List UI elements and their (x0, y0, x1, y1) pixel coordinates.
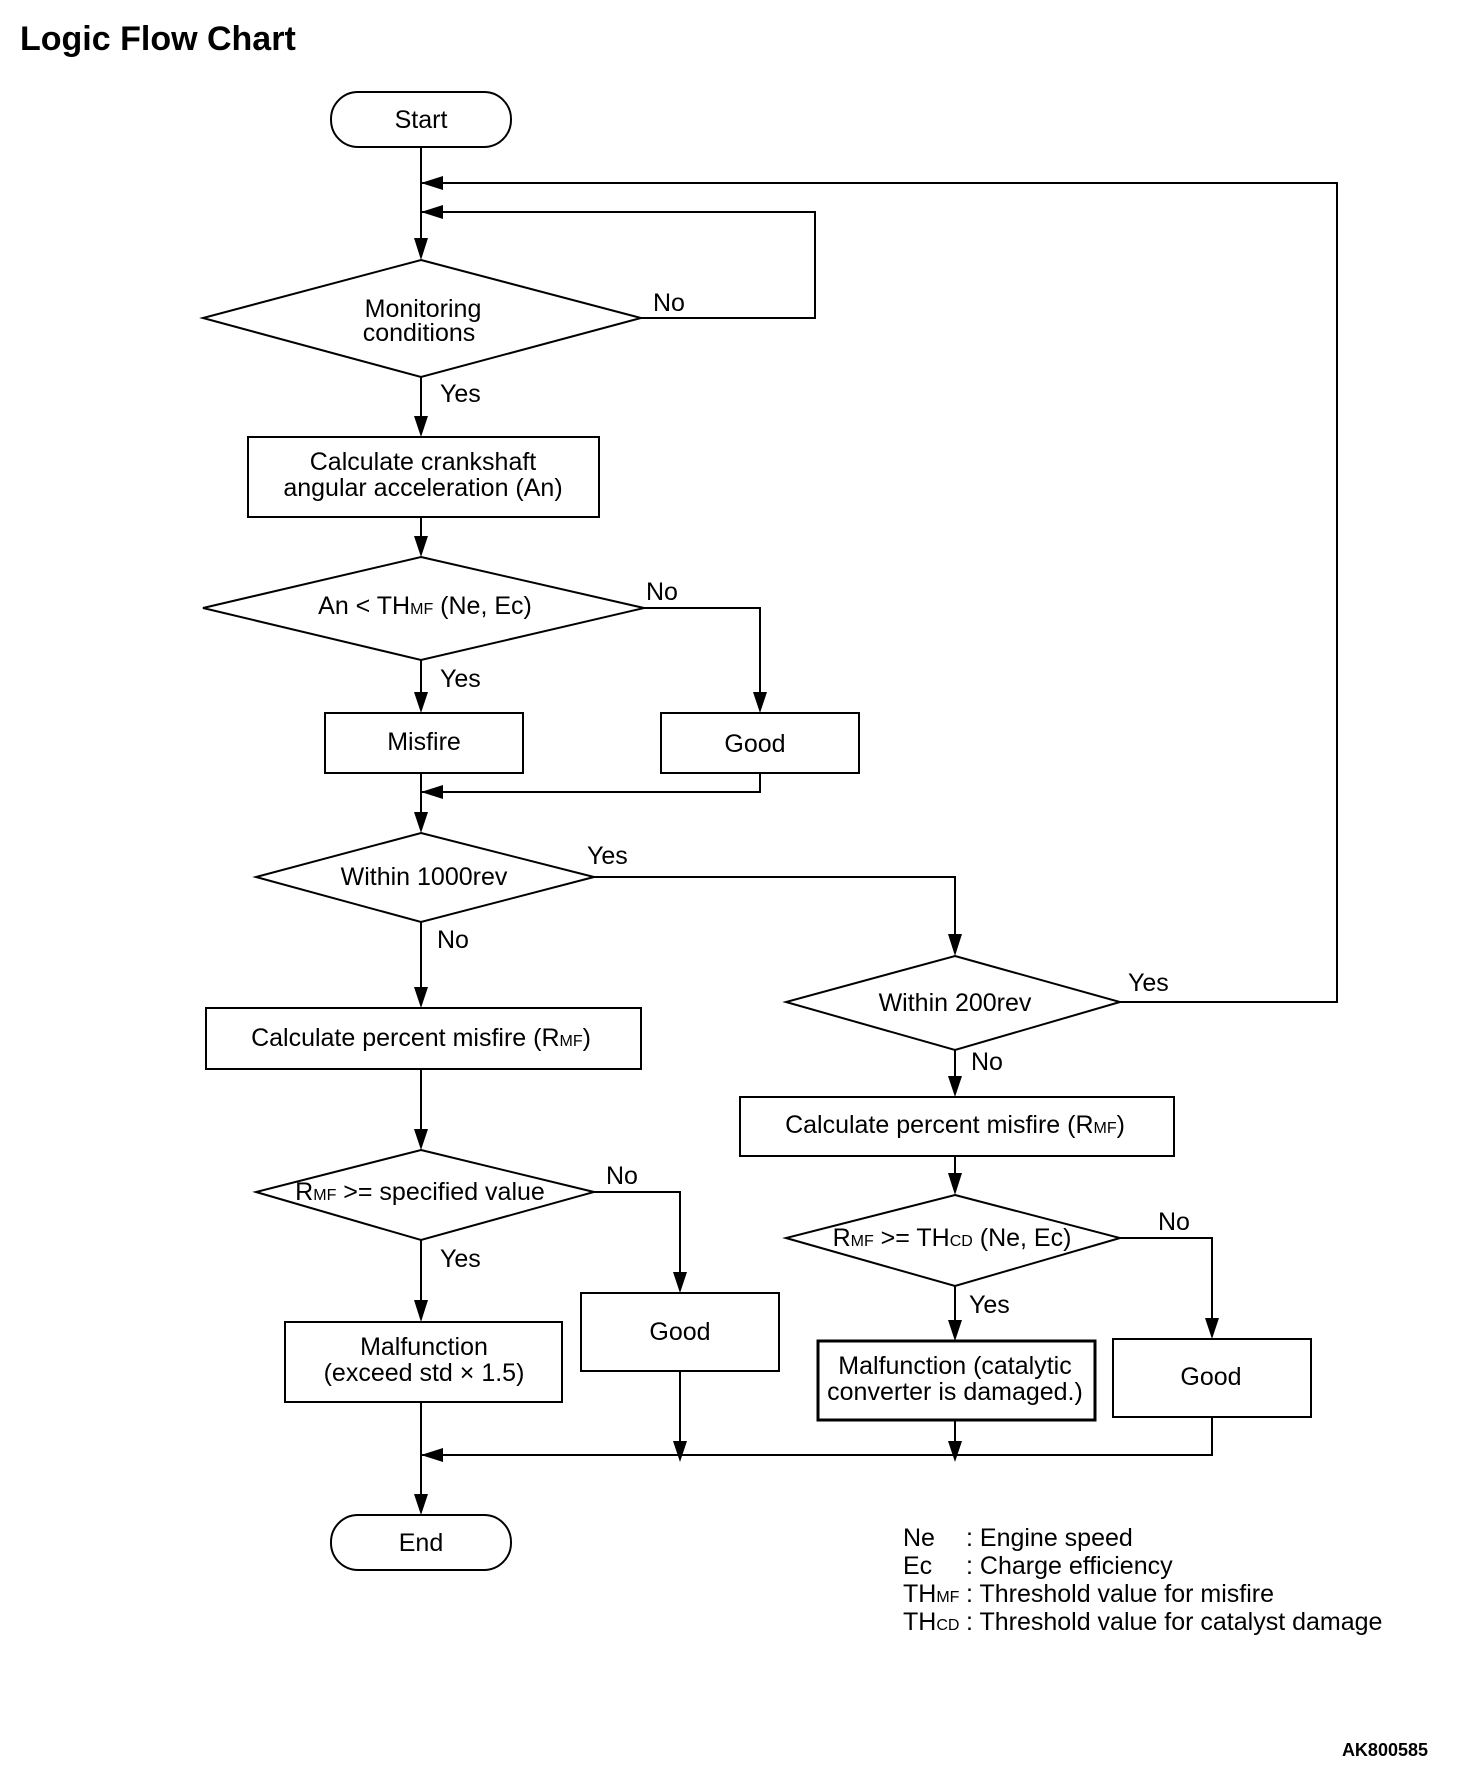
legend-item: THMF : Threshold value for misfire (903, 1580, 1274, 1608)
within1000-yes-label: Yes (587, 842, 628, 870)
good-result-1: Good (660, 712, 860, 774)
calculate-acceleration-process: Calculate crankshaft angular acceleratio… (247, 436, 600, 518)
svg-text:Misfire: Misfire (387, 728, 461, 756)
svg-text:Start: Start (395, 106, 448, 134)
svg-text:Within 1000rev: Within 1000rev (341, 863, 508, 891)
svg-text:Monitoring: Monitoring (365, 295, 482, 323)
an-no-label: No (646, 578, 678, 606)
connector-lines (420, 148, 1338, 1508)
within200-yes-label: Yes (1128, 969, 1169, 997)
calculate-percent-misfire-right: Calculate percent misfire (RMF) (739, 1096, 1175, 1157)
calculate-percent-misfire-left: Calculate percent misfire (RMF) (205, 1007, 642, 1070)
arrowheads (414, 176, 1219, 1515)
an-threshold-decision: An < THMF (Ne, Ec) (202, 555, 645, 662)
svg-text:Ne: Ne (903, 1524, 935, 1552)
svg-text:THCD: THCD (903, 1608, 959, 1636)
rmf-thcd-yes-label: Yes (969, 1291, 1010, 1319)
within1000-no-label: No (437, 926, 469, 954)
chart-title: Logic Flow Chart (20, 20, 296, 58)
svg-text:: Threshold value for catalyst: : Threshold value for catalyst damage (966, 1608, 1382, 1636)
svg-text:: Charge efficiency: : Charge efficiency (966, 1552, 1173, 1580)
start-terminal: Start (330, 91, 512, 148)
svg-text:An < THMF (Ne, Ec): An < THMF (Ne, Ec) (318, 592, 532, 620)
malfunction-catalyst-process: Malfunction (catalytic converter is dama… (816, 1339, 1097, 1422)
rmf-thcd-no-label: No (1158, 1208, 1190, 1236)
monitoring-no-label: No (653, 289, 685, 317)
svg-text:RMF >= specified value: RMF >= specified value (295, 1178, 545, 1206)
good-result-2: Good (580, 1292, 780, 1372)
good-result-3: Good (1112, 1338, 1312, 1418)
figure-code: AK800585 (1342, 1740, 1428, 1760)
legend-item: THCD : Threshold value for catalyst dama… (903, 1608, 1382, 1636)
edge-labels: No Yes No Yes Yes No Yes No No Yes No Ye… (437, 289, 1190, 1319)
an-decision-sub: MF (410, 601, 433, 618)
within200-no-label: No (971, 1048, 1003, 1076)
rmf-thcd-decision: RMF >= THCD (Ne, Ec) (782, 1193, 1124, 1288)
malfunction-std-process: Malfunction (exceed std × 1.5) (284, 1321, 563, 1403)
svg-text:angular acceleration (An): angular acceleration (An) (283, 474, 562, 502)
legend-item: Ec : Charge efficiency (903, 1552, 1173, 1580)
svg-text:Malfunction (catalytic: Malfunction (catalytic (838, 1352, 1071, 1380)
svg-text:Good: Good (1180, 1363, 1241, 1391)
svg-text:converter is damaged.): converter is damaged.) (827, 1378, 1083, 1406)
svg-text:Ec: Ec (903, 1552, 932, 1580)
svg-text:RMF >= THCD (Ne, Ec): RMF >= THCD (Ne, Ec) (833, 1224, 1072, 1252)
svg-text:THMF: THMF (903, 1580, 960, 1608)
within-200rev-decision: Within 200rev (782, 954, 1124, 1052)
an-decision-post: (Ne, Ec) (433, 592, 532, 620)
svg-text:(exceed std × 1.5): (exceed std × 1.5) (324, 1359, 525, 1387)
within-1000rev-decision: Within 1000rev (252, 831, 595, 924)
svg-text:: Threshold value for misfire: : Threshold value for misfire (966, 1580, 1274, 1608)
svg-text:Calculate crankshaft: Calculate crankshaft (310, 448, 537, 476)
rmf-specified-value-decision: RMF >= specified value (252, 1148, 598, 1242)
legend-item: Ne : Engine speed (903, 1524, 1133, 1552)
svg-text:End: End (399, 1529, 443, 1557)
legend: Ne : Engine speed Ec : Charge efficiency… (903, 1524, 1382, 1636)
svg-text:Good: Good (724, 730, 785, 758)
svg-text:Malfunction: Malfunction (360, 1333, 488, 1361)
end-terminal: End (330, 1514, 512, 1571)
svg-text:Good: Good (649, 1318, 710, 1346)
svg-text:Within 200rev: Within 200rev (879, 989, 1032, 1017)
svg-text:: Engine speed: : Engine speed (966, 1524, 1133, 1552)
svg-text:Calculate percent misfire (RMF: Calculate percent misfire (RMF) (251, 1024, 591, 1052)
svg-text:conditions: conditions (363, 319, 476, 347)
svg-text:Calculate percent misfire (RMF: Calculate percent misfire (RMF) (785, 1111, 1125, 1139)
rmf-spec-no-label: No (606, 1162, 638, 1190)
an-yes-label: Yes (440, 665, 481, 693)
monitoring-yes-label: Yes (440, 380, 481, 408)
an-decision-pre: An < TH (318, 592, 410, 620)
rmf-spec-yes-label: Yes (440, 1245, 481, 1273)
monitoring-conditions-decision: Monitoring conditions (199, 258, 645, 379)
misfire-process: Misfire (324, 712, 524, 774)
